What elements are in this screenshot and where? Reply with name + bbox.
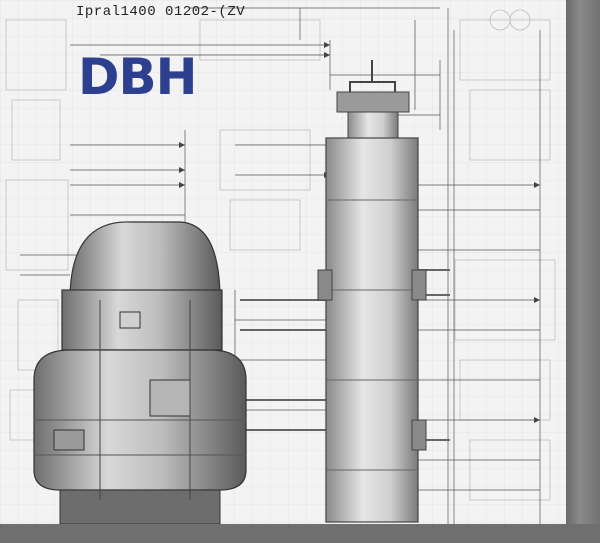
schematic-drawing (0, 0, 566, 524)
bottom-frame-edge (0, 524, 600, 543)
blueprint-sheet: Ipral1400 01202-(ZV DBH (0, 0, 566, 524)
company-logo: DBH (78, 48, 197, 106)
distillation-column (317, 60, 427, 523)
drawing-title: Ipral1400 01202-(ZV (76, 4, 246, 20)
leader-arrows (179, 42, 540, 423)
right-frame-edge (566, 0, 600, 543)
reactor-vessel (33, 221, 247, 524)
leader-lines (20, 7, 541, 524)
